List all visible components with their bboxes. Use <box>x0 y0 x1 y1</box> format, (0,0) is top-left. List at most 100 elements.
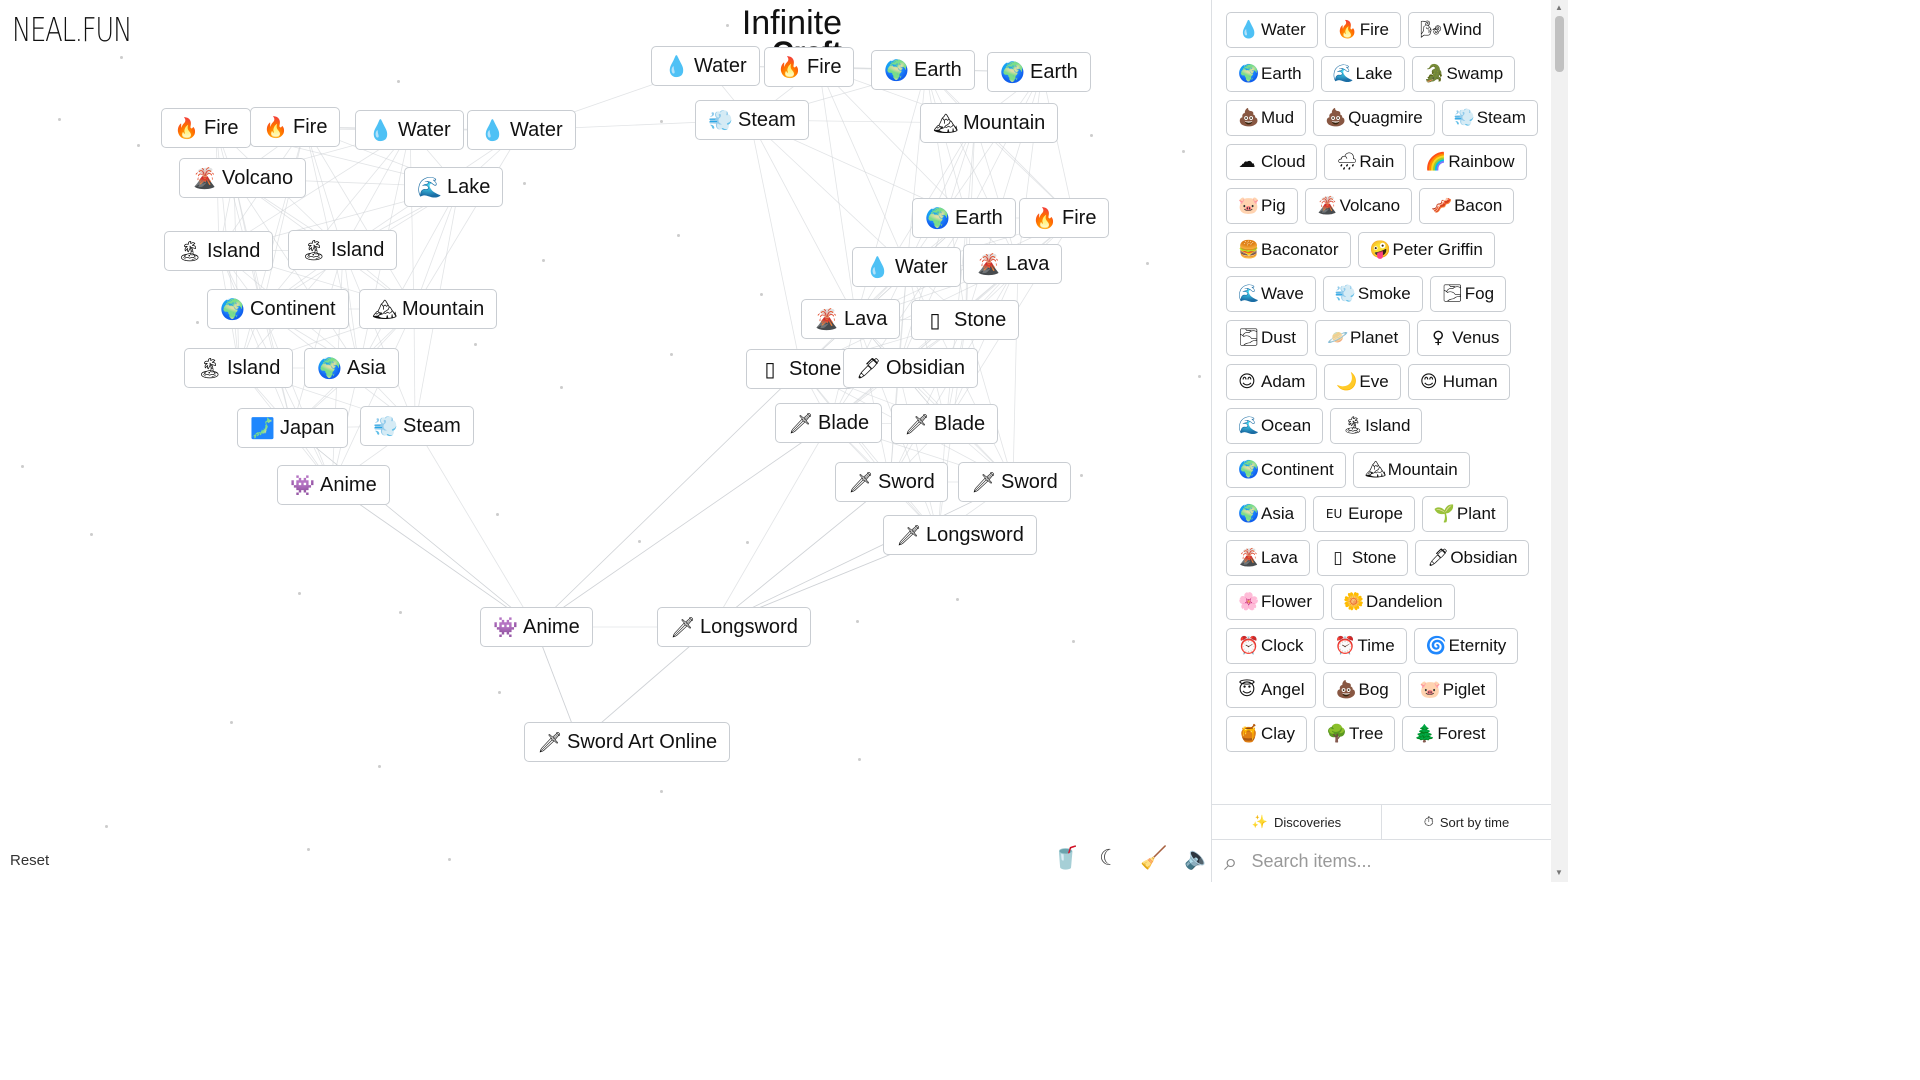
canvas-item-volcano[interactable]: 🌋Volcano <box>179 158 307 198</box>
dark-mode-icon[interactable]: ☾ <box>1099 846 1119 871</box>
search-input[interactable] <box>1249 850 1514 873</box>
canvas-item-earth[interactable]: 🌍Earth <box>912 198 1016 238</box>
sidebar-item-eternity[interactable]: 🌀Eternity <box>1413 628 1519 664</box>
sidebar-item-baconator[interactable]: 🍔Baconator <box>1226 232 1351 268</box>
sidebar-item-peter-griffin[interactable]: 🤪Peter Griffin <box>1357 232 1495 268</box>
canvas-item-lake[interactable]: 🌊Lake <box>404 167 504 207</box>
discoveries-tab[interactable]: ✨ Discoveries <box>1212 805 1381 839</box>
sidebar-item-steam[interactable]: 💨Steam <box>1441 100 1538 136</box>
sidebar-item-obsidian[interactable]: 🖊Obsidian <box>1415 540 1530 576</box>
canvas-item-obsidian[interactable]: 🖊Obsidian <box>843 348 978 388</box>
sidebar-item-tree[interactable]: 🌳Tree <box>1314 716 1396 752</box>
sidebar-item-earth[interactable]: 🌍Earth <box>1226 56 1314 92</box>
canvas-item-mountain[interactable]: 🏔Mountain <box>920 103 1059 143</box>
lake-icon: 🌊 <box>417 175 442 199</box>
sidebar-item-quagmire[interactable]: 💩Quagmire <box>1313 100 1435 136</box>
canvas-item-island[interactable]: 🏝Island <box>184 348 294 388</box>
canvas-item-continent[interactable]: 🌍Continent <box>207 289 349 329</box>
canvas-item-asia[interactable]: 🌍Asia <box>304 348 399 388</box>
canvas-item-anime[interactable]: 👾Anime <box>480 607 593 647</box>
canvas-item-fire[interactable]: 🔥Fire <box>764 47 855 87</box>
canvas-item-island[interactable]: 🏝Island <box>164 231 274 271</box>
canvas-item-water[interactable]: 💧Water <box>355 110 464 150</box>
craft-canvas[interactable]: NEAL.FUN Infinite Craft 💧Water🔥Fire🌍Eart… <box>0 0 1210 882</box>
canvas-item-fire[interactable]: 🔥Fire <box>161 108 252 148</box>
sidebar-item-continent[interactable]: 🌍Continent <box>1226 452 1346 488</box>
canvas-item-blade[interactable]: 🗡Blade <box>775 403 883 443</box>
canvas-item-fire[interactable]: 🔥Fire <box>250 107 341 147</box>
sidebar-item-ocean[interactable]: 🌊Ocean <box>1226 408 1324 444</box>
canvas-item-steam[interactable]: 💨Steam <box>695 100 809 140</box>
sidebar-item-wave[interactable]: 🌊Wave <box>1226 276 1316 312</box>
sidebar-item-lava[interactable]: 🌋Lava <box>1226 540 1310 576</box>
canvas-item-earth[interactable]: 🌍Earth <box>871 50 975 90</box>
sidebar-item-angel[interactable]: 😇Angel <box>1226 672 1317 708</box>
clear-icon[interactable]: 🧹 <box>1140 846 1168 871</box>
sidebar-item-adam[interactable]: 😊Adam <box>1226 364 1318 400</box>
sidebar-item-clock[interactable]: ⏰Clock <box>1226 628 1316 664</box>
sidebar-item-bog[interactable]: 💩Bog <box>1323 672 1401 708</box>
sidebar-item-cloud[interactable]: ☁Cloud <box>1226 144 1318 180</box>
reset-button[interactable]: Reset <box>10 852 50 869</box>
sidebar-item-human[interactable]: 😊Human <box>1407 364 1510 400</box>
sidebar-item-wind[interactable]: 🌬Wind <box>1408 12 1494 48</box>
sidebar-item-pig[interactable]: 🐷Pig <box>1226 188 1298 224</box>
canvas-item-stone[interactable]: ▯Stone <box>911 300 1020 340</box>
canvas-item-blade[interactable]: 🗡Blade <box>891 404 999 444</box>
canvas-item-japan[interactable]: 🗾Japan <box>237 408 348 448</box>
sidebar-item-lake[interactable]: 🌊Lake <box>1320 56 1405 92</box>
neal-fun-logo[interactable]: NEAL.FUN <box>12 10 132 49</box>
sidebar-item-bacon[interactable]: 🥓Bacon <box>1419 188 1515 224</box>
canvas-item-earth[interactable]: 🌍Earth <box>987 52 1091 92</box>
sidebar-item-swamp[interactable]: 🐊Swamp <box>1411 56 1516 92</box>
sidebar-item-time[interactable]: ⏰Time <box>1322 628 1407 664</box>
scrollbar[interactable]: ▲ ▼ <box>1551 0 1568 882</box>
sidebar-item-rainbow[interactable]: 🌈Rainbow <box>1413 144 1527 180</box>
canvas-item-sword[interactable]: 🗡Sword <box>958 462 1071 502</box>
sidebar-item-mud[interactable]: 💩Mud <box>1226 100 1307 136</box>
sidebar-item-dust[interactable]: 🌫Dust <box>1226 320 1308 356</box>
canvas-item-steam[interactable]: 💨Steam <box>360 406 474 446</box>
sidebar-item-eve[interactable]: 🌙Eve <box>1324 364 1401 400</box>
sidebar-item-stone[interactable]: ▯Stone <box>1316 540 1409 576</box>
canvas-item-mountain[interactable]: 🏔Mountain <box>359 289 498 329</box>
sidebar-item-rain[interactable]: 🌧Rain <box>1324 144 1407 180</box>
canvas-item-fire[interactable]: 🔥Fire <box>1019 198 1110 238</box>
sidebar-item-water[interactable]: 💧Water <box>1226 12 1318 48</box>
canvas-item-sword[interactable]: 🗡Sword <box>835 462 948 502</box>
sidebar-item-flower[interactable]: 🌸Flower <box>1226 584 1325 620</box>
sidebar-item-volcano[interactable]: 🌋Volcano <box>1304 188 1413 224</box>
scroll-up-icon[interactable]: ▲ <box>1555 3 1563 12</box>
canvas-item-water[interactable]: 💧Water <box>467 110 576 150</box>
canvas-item-water[interactable]: 💧Water <box>651 46 760 86</box>
scroll-thumb[interactable] <box>1555 16 1564 72</box>
canvas-item-lava[interactable]: 🌋Lava <box>963 244 1063 284</box>
sound-icon[interactable]: 🔈 <box>1184 846 1210 871</box>
background-dot <box>1072 640 1075 643</box>
sidebar-item-plant[interactable]: 🌱Plant <box>1421 496 1508 532</box>
sidebar-item-smoke[interactable]: 💨Smoke <box>1322 276 1423 312</box>
sidebar-item-planet[interactable]: 🪐Planet <box>1314 320 1411 356</box>
sidebar-item-dandelion[interactable]: 🌼Dandelion <box>1331 584 1455 620</box>
coffee-icon[interactable]: 🥤 <box>1052 846 1080 871</box>
sidebar-item-mountain[interactable]: 🏔Mountain <box>1352 452 1470 488</box>
sidebar-item-fire[interactable]: 🔥Fire <box>1324 12 1401 48</box>
canvas-item-sword-art-online[interactable]: 🗡Sword Art Online <box>524 722 731 762</box>
canvas-item-island[interactable]: 🏝Island <box>288 230 398 270</box>
sidebar-item-venus[interactable]: ♀Venus <box>1417 320 1512 356</box>
sidebar-item-island[interactable]: 🏝Island <box>1330 408 1423 444</box>
sidebar-item-clay[interactable]: 🍯Clay <box>1226 716 1308 752</box>
sort-tab[interactable]: ⏱ Sort by time <box>1381 805 1551 839</box>
canvas-item-lava[interactable]: 🌋Lava <box>801 299 901 339</box>
canvas-item-stone[interactable]: ▯Stone <box>746 349 855 389</box>
sidebar-item-piglet[interactable]: 🐷Piglet <box>1407 672 1498 708</box>
sidebar-item-asia[interactable]: 🌍Asia <box>1226 496 1307 532</box>
canvas-item-longsword[interactable]: 🗡Longsword <box>883 515 1037 555</box>
scroll-down-icon[interactable]: ▼ <box>1555 868 1563 877</box>
canvas-item-anime[interactable]: 👾Anime <box>277 465 390 505</box>
sidebar-item-fog[interactable]: 🌫Fog <box>1429 276 1507 312</box>
canvas-item-longsword[interactable]: 🗡Longsword <box>657 607 811 647</box>
sidebar-item-forest[interactable]: 🌲Forest <box>1402 716 1498 752</box>
canvas-item-water[interactable]: 💧Water <box>852 247 961 287</box>
